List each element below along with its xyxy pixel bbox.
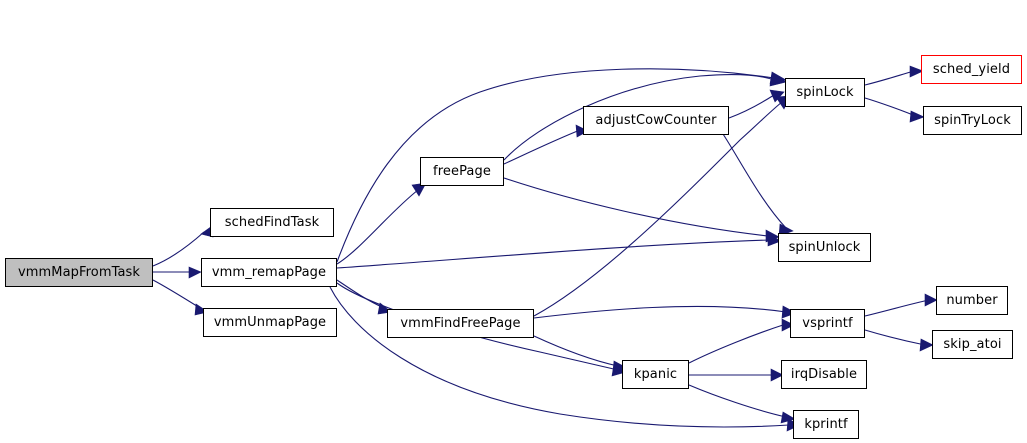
edge-vmmFindFreePage-to-kpanic: [533, 335, 628, 373]
edge-freePage-to-spinUnlock: [503, 177, 780, 243]
node-label: kprintf: [804, 417, 848, 432]
edge-vmm_remapPage-to-spinLock: [336, 68, 787, 263]
node-vsprintf[interactable]: vsprintf: [790, 309, 865, 338]
arrowhead-icon: [770, 368, 784, 382]
node-spinLock[interactable]: spinLock: [785, 78, 865, 107]
node-vmmFindFreePage[interactable]: vmmFindFreePage: [387, 309, 534, 338]
arrowhead-icon: [612, 360, 628, 373]
node-irqDisable[interactable]: irqDisable: [781, 360, 867, 389]
arrowhead-icon: [780, 411, 796, 424]
node-label: vmmMapFromTask: [17, 265, 141, 280]
node-label: spinUnlock: [788, 240, 861, 255]
edge-vsprintf-to-skip_atoi: [864, 329, 934, 352]
node-vmm_remapPage[interactable]: vmm_remapPage: [201, 258, 337, 287]
node-spinTryLock[interactable]: spinTryLock: [923, 106, 1022, 135]
edge-spinLock-to-sched_yield: [864, 65, 924, 86]
edge-vmm_remapPage-to-spinUnlock: [336, 233, 782, 269]
node-schedFindTask[interactable]: schedFindTask: [210, 208, 334, 237]
arrowhead-icon: [188, 266, 202, 279]
node-label: adjustCowCounter: [595, 113, 717, 128]
node-number[interactable]: number: [936, 286, 1008, 315]
node-spinUnlock[interactable]: spinUnlock: [778, 233, 871, 262]
node-label: freePage: [433, 164, 491, 179]
node-vmmUnmapPage[interactable]: vmmUnmapPage: [203, 308, 337, 337]
node-label: vmm_remapPage: [211, 265, 327, 280]
arrowhead-icon: [769, 73, 787, 87]
edge-adjustCowCounter-to-spinUnlock: [722, 133, 794, 237]
edge-vmmMapFromTask-to-vmm_remapPage: [153, 266, 202, 279]
edge-adjustCowCounter-to-spinLock: [728, 89, 785, 119]
node-kprintf[interactable]: kprintf: [793, 410, 859, 439]
arrowhead-icon: [919, 338, 934, 352]
edge-vmm_remapPage-to-freePage: [336, 182, 427, 265]
edge-spinLock-to-spinTryLock: [864, 97, 925, 123]
node-label: irqDisable: [790, 367, 858, 382]
arrowhead-icon: [765, 229, 780, 243]
node-label: number: [946, 293, 998, 308]
node-skip_atoi[interactable]: skip_atoi: [932, 330, 1013, 359]
edge-vsprintf-to-number: [864, 293, 938, 317]
arrowhead-icon: [909, 65, 924, 78]
edge-kpanic-to-vsprintf: [688, 318, 795, 364]
arrowhead-icon: [781, 318, 795, 332]
edge-freePage-to-spinLock: [503, 73, 787, 161]
node-label: vsprintf: [802, 316, 853, 331]
node-label: vmmFindFreePage: [400, 316, 521, 331]
node-label: kpanic: [633, 367, 678, 382]
edge-kpanic-to-kprintf: [688, 384, 796, 424]
node-label: sched_yield: [932, 62, 1011, 77]
edge-vmmMapFromTask-to-vmmUnmapPage: [152, 279, 209, 316]
node-label: spinTryLock: [934, 113, 1011, 128]
node-adjustCowCounter[interactable]: adjustCowCounter: [583, 106, 729, 135]
node-freePage[interactable]: freePage: [420, 157, 504, 186]
node-vmmMapFromTask[interactable]: vmmMapFromTask: [5, 258, 153, 287]
node-label: skip_atoi: [943, 337, 1002, 352]
node-kpanic[interactable]: kpanic: [622, 360, 689, 389]
node-label: schedFindTask: [224, 215, 320, 230]
node-label: spinLock: [796, 85, 854, 100]
edge-freePage-to-adjustCowCounter: [503, 124, 589, 165]
arrowhead-icon: [909, 110, 925, 123]
arrowhead-icon: [411, 182, 427, 197]
arrowhead-icon: [781, 305, 797, 319]
node-label: vmmUnmapPage: [213, 315, 327, 330]
edge-kpanic-to-irqDisable: [689, 368, 784, 382]
arrowhead-icon: [575, 124, 589, 138]
edge-vmm_remapPage-to-vmmFindFreePage: [336, 279, 392, 315]
arrowhead-icon: [924, 293, 938, 307]
node-sched_yield[interactable]: sched_yield: [921, 55, 1022, 84]
edge-vmmFindFreePage-to-vsprintf: [533, 305, 797, 319]
